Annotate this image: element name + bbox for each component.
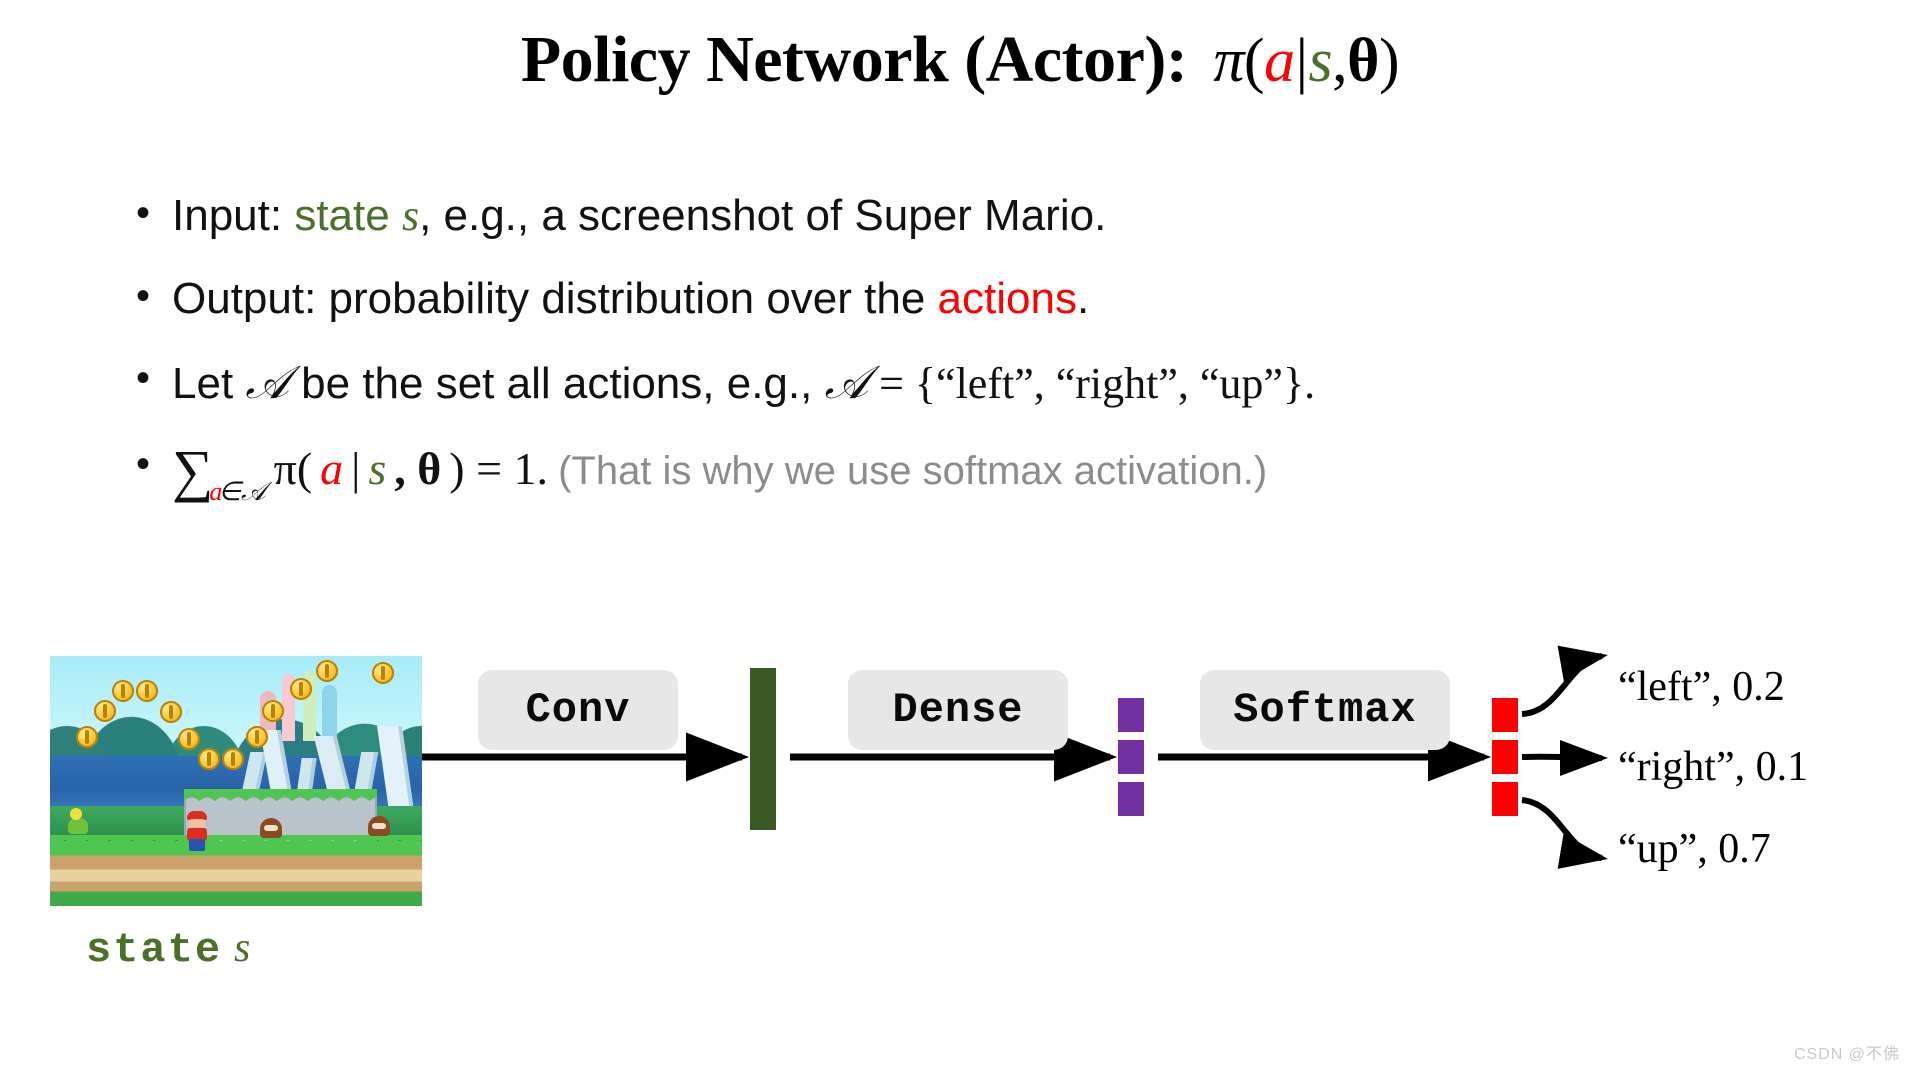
bullet-marker: • — [136, 356, 151, 401]
sum-equals-one: ) = 1. — [449, 443, 549, 495]
mario-face — [188, 819, 205, 829]
policy-formula: π(a|s,θ) — [1213, 27, 1399, 95]
bullet-list: • Input: state s, e.g., a screenshot of … — [132, 186, 1752, 532]
coin-icon — [94, 700, 116, 722]
action-variable: a — [1264, 27, 1295, 95]
state-caption-label: state — [86, 926, 223, 974]
coin-icon — [198, 748, 220, 770]
arrow-output-right — [1521, 739, 1608, 776]
bullet-actionset-prefix: Let — [172, 359, 246, 409]
arrow-output-up — [1521, 797, 1608, 869]
page-title: Policy Network (Actor): π(a|s,θ) — [0, 22, 1920, 98]
bullet-input-state-var: s — [401, 191, 420, 240]
bullet-actionset-text: Let 𝒜 be the set all actions, e.g., 𝒜 = … — [172, 357, 1316, 409]
paren-open: ( — [1243, 27, 1265, 95]
coin-icon — [136, 680, 158, 702]
watermark: CSDN @不佛 — [1793, 1046, 1900, 1063]
bullet-item-actionset: • Let 𝒜 be the set all actions, e.g., 𝒜 … — [132, 351, 1752, 415]
bullet-item-output: • Output: probability distribution over … — [132, 269, 1752, 330]
summation-index-a: a — [209, 477, 223, 507]
bullet-marker: • — [136, 191, 151, 235]
sum-action-variable: a — [320, 443, 344, 495]
summation-symbol: ∑ — [172, 438, 214, 504]
bullet-input-highlight: state — [294, 191, 402, 240]
goomba-enemy — [260, 818, 282, 838]
bullet-input-prefix: Input: — [172, 191, 295, 240]
bullet-input-text: Input: state s, e.g., a screenshot of Su… — [172, 191, 1106, 240]
bullet-output-text: Output: probability distribution over th… — [172, 274, 1089, 323]
output-node — [1492, 740, 1518, 774]
coin-icon — [262, 700, 284, 722]
coin-icon — [160, 701, 182, 723]
output-node — [1492, 782, 1518, 816]
theta-symbol: θ — [1347, 27, 1380, 95]
conv-layer-box[interactable]: Conv — [478, 670, 678, 750]
mario-cap — [186, 811, 207, 820]
mario-character — [184, 811, 210, 851]
hidden-node — [1118, 740, 1144, 774]
koopa-shell — [68, 818, 88, 834]
softmax-note: (That is why we use softmax activation.) — [558, 449, 1268, 494]
conditional-bar: | — [1295, 27, 1308, 95]
hidden-node — [1118, 698, 1144, 732]
output-label-right: “right”, 0.1 — [1618, 744, 1809, 790]
state-caption-variable: s — [234, 925, 251, 971]
feature-vector-bar — [750, 668, 776, 830]
page-title-text: Policy Network (Actor): — [520, 23, 1188, 96]
formula-comma: , — [1332, 27, 1348, 95]
coin-icon — [112, 680, 134, 702]
action-set-symbol-1: 𝒜 — [245, 357, 289, 409]
bullet-actionset-equals: = { — [868, 359, 937, 409]
coin-icon — [246, 726, 268, 748]
sum-state-variable: s — [368, 443, 387, 495]
sum-theta-symbol: , θ — [394, 443, 442, 495]
arrow-output-left — [1521, 645, 1608, 717]
bullet-actionset-suffix: }. — [1282, 359, 1316, 409]
state-screenshot-image — [50, 656, 422, 906]
ground-layer — [50, 841, 422, 906]
hidden-node — [1118, 782, 1144, 816]
summation-index-set: ∈𝒜 — [218, 477, 266, 507]
bullet-marker: • — [136, 273, 151, 318]
state-variable: s — [1308, 27, 1333, 95]
bullet-item-input: • Input: state s, e.g., a screenshot of … — [132, 186, 1752, 247]
action-set-symbol-2: 𝒜 — [824, 357, 869, 409]
bullet-actionset-mid: be the set all actions, e.g., — [288, 359, 825, 409]
coin-icon — [178, 728, 200, 750]
bullet-output-suffix: . — [1076, 273, 1090, 323]
goomba-enemy — [368, 816, 390, 836]
output-label-left: “left”, 0.2 — [1618, 664, 1785, 710]
sum-pi-open: π( — [273, 443, 313, 495]
output-node — [1492, 698, 1518, 732]
coin-icon — [222, 748, 244, 770]
coin-icon — [290, 678, 312, 700]
dense-layer-box[interactable]: Dense — [848, 670, 1068, 750]
pi-symbol: π — [1213, 27, 1244, 95]
bullet-marker: • — [136, 442, 151, 487]
bullet-input-suffix: , e.g., a screenshot of Super Mario. — [419, 191, 1107, 240]
sum-conditional-bar: | — [351, 443, 361, 495]
coin-icon — [372, 662, 394, 684]
bullet-actionset-items: “left”, “right”, “up” — [936, 359, 1283, 409]
coin-icon — [76, 726, 98, 748]
mario-body — [186, 828, 207, 841]
koopa-enemy — [68, 808, 88, 834]
mario-legs — [188, 839, 205, 851]
koopa-head — [70, 808, 82, 820]
output-label-up: “up”, 0.7 — [1618, 826, 1771, 872]
bullet-output-highlight: actions — [937, 273, 1077, 323]
coin-icon — [316, 660, 338, 682]
paren-close: ) — [1379, 27, 1400, 95]
flow-arrows — [422, 645, 1608, 869]
tower-icon — [322, 685, 337, 741]
bullet-output-prefix: Output: probability distribution over th… — [172, 273, 938, 323]
softmax-layer-box[interactable]: Softmax — [1200, 670, 1450, 750]
